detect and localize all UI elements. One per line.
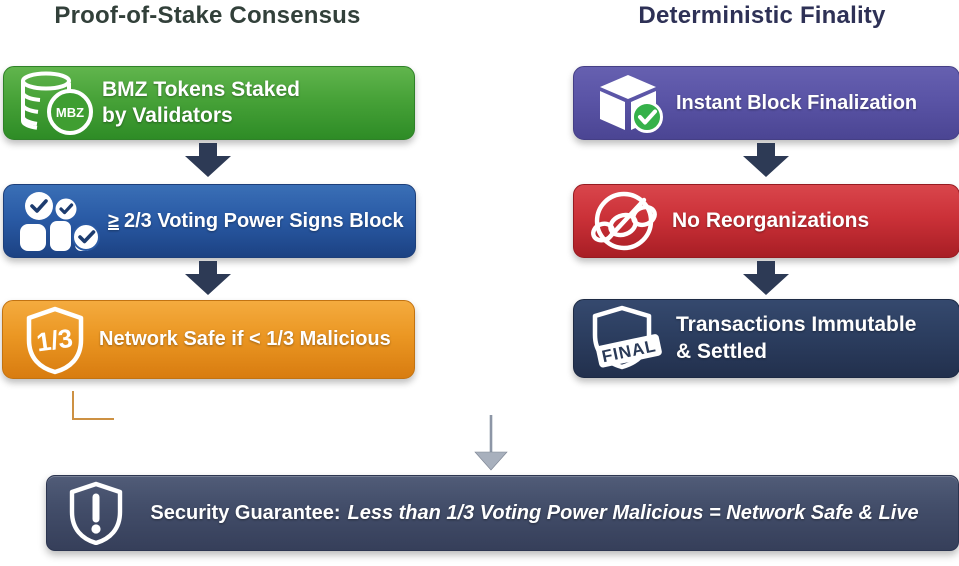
transactions-immutable-label: Transactions Immutable & Settled [676, 313, 917, 363]
box-no-reorganizations: No Reorganizations [573, 184, 959, 258]
security-guarantee-banner: Security Guarantee:Less than 1/3 Voting … [46, 475, 959, 551]
network-safe-label: Network Safe if < 1/3 Malicious [99, 328, 391, 350]
coin-stack-mbz-icon: MBZ [14, 71, 102, 135]
box-bmz-tokens-staked: MBZ BMZ Tokens Staked by Validators [3, 66, 415, 140]
down-arrow-icon [740, 142, 792, 178]
bmz-tokens-staked-label: BMZ Tokens Staked by Validators [102, 77, 300, 127]
svg-text:MBZ: MBZ [56, 105, 84, 120]
svg-text:1/3: 1/3 [35, 322, 75, 357]
security-guarantee-text: Security Guarantee:Less than 1/3 Voting … [150, 501, 919, 524]
instant-finalization-label: Instant Block Finalization [676, 91, 918, 114]
shield-final-icon: FINAL [584, 304, 676, 374]
cube-check-icon [588, 72, 676, 134]
thin-down-arrow-icon [474, 414, 508, 472]
elbow-connector-line [72, 391, 114, 420]
no-reorganizations-label: No Reorganizations [672, 209, 870, 232]
down-arrow-icon [182, 142, 234, 178]
validators-check-icon [12, 190, 108, 252]
pos-consensus-title: Proof-of-Stake Consensus [54, 2, 361, 29]
box-transactions-immutable: FINAL Transactions Immutable & Settled [573, 299, 959, 378]
no-chain-icon [584, 189, 672, 253]
shield-one-third-icon: 1/3 [17, 305, 93, 375]
box-network-safe: 1/3 Network Safe if < 1/3 Malicious [2, 300, 415, 379]
voting-power-label: ≥2/3 Voting Power Signs Block [108, 209, 404, 232]
shield-exclamation-icon [67, 481, 125, 545]
deterministic-finality-title: Deterministic Finality [638, 2, 886, 29]
down-arrow-icon [182, 260, 234, 296]
down-arrow-icon [740, 260, 792, 296]
box-voting-power: ≥2/3 Voting Power Signs Block [3, 184, 416, 258]
box-instant-finalization: Instant Block Finalization [573, 66, 959, 140]
